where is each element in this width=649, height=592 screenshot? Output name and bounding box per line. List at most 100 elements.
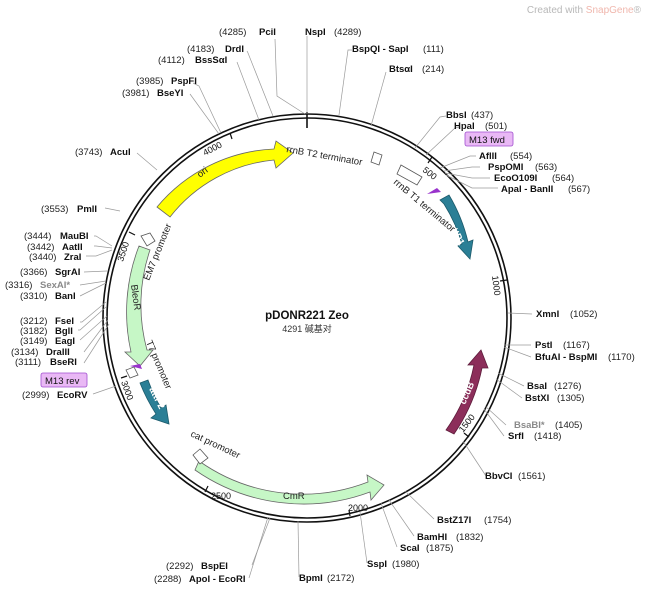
site-bbsi[interactable]: BbsI (437) (446, 110, 493, 121)
site-name: ZraI (64, 252, 81, 263)
site-position: (3553) (41, 204, 68, 215)
site-name: MauBI (60, 231, 89, 242)
tick-2000 (348, 509, 351, 517)
site-name: FseI (55, 316, 74, 327)
tick-label-2000: 2000 (348, 503, 368, 513)
site-name: ScaI (400, 543, 420, 554)
site-name: BspEI (201, 561, 228, 572)
site-zrai[interactable]: (3440) ZraI (29, 252, 81, 263)
site-bsabi[interactable]: BsaBI* (1405) (514, 420, 582, 431)
t7-promoter-marker[interactable] (125, 366, 139, 379)
site-position: (1170) (608, 352, 635, 363)
site-sexai[interactable]: (3316) SexAI* (5, 280, 70, 291)
site-bamhi[interactable]: BamHI (1832) (417, 532, 483, 543)
site-name: PmlI (77, 204, 97, 215)
rrnb-t2-marker[interactable] (370, 151, 383, 166)
site-fsei[interactable]: (3212) FseI (20, 316, 74, 327)
site-name: NspI (305, 27, 326, 38)
ori-arrow[interactable] (156, 140, 294, 218)
site-hpai[interactable]: HpaI (501) (454, 121, 507, 132)
site-bspqi-sapi[interactable]: BspQI - SapI (111) (352, 44, 444, 55)
site-acui[interactable]: (3743) AcuI (75, 147, 131, 158)
site-pmli[interactable]: (3553) PmlI (41, 204, 97, 215)
site-name: BseRI (50, 357, 77, 368)
site-bani[interactable]: (3310) BanI (20, 291, 76, 302)
site-bstxi[interactable]: BstXI (1305) (525, 393, 584, 404)
site-position: (554) (510, 151, 532, 162)
site-name: SexAI* (40, 280, 70, 291)
site-bbvci[interactable]: BbvCI (1561) (485, 471, 545, 482)
site-aatii[interactable]: (3442) AatII (27, 242, 83, 253)
site-position: (4112) (158, 55, 185, 66)
site-position: (2172) (327, 573, 354, 584)
site-bspei[interactable]: (2292) BspEI (166, 561, 228, 572)
attp1-arrow[interactable] (439, 194, 474, 260)
tick-3000 (120, 375, 128, 379)
site-position: (2999) (22, 390, 49, 401)
cmr-arrow[interactable] (194, 460, 385, 505)
ccdb-arrow[interactable] (445, 349, 489, 435)
site-position: (1980) (392, 559, 419, 570)
site-name: SrfI (508, 431, 524, 442)
primer-m13-fwd[interactable]: M13 fwd (464, 131, 514, 147)
plasmid-length: 4291 碱基对 (282, 323, 332, 334)
cat-promoter-marker[interactable] (192, 448, 209, 465)
site-maubi[interactable]: (3444) MauBI (24, 231, 89, 242)
site-xmni[interactable]: XmnI (1052) (536, 309, 597, 320)
site-bsai[interactable]: BsaI (1276) (527, 381, 581, 392)
site-ecoo109i[interactable]: EcoO109I (564) (494, 173, 574, 184)
site-position: (1305) (557, 393, 584, 404)
site-nspi[interactable]: NspI (4289) (305, 27, 361, 38)
site-ecorv[interactable]: (2999) EcoRV (22, 390, 88, 401)
site-eagi[interactable]: (3149) EagI (20, 336, 75, 347)
tick-4000 (229, 132, 233, 140)
site-scai[interactable]: ScaI (1875) (400, 543, 453, 554)
site-bstz17i[interactable]: BstZ17I (1754) (437, 515, 511, 526)
site-position: (1561) (518, 471, 545, 482)
bleor-arrow[interactable] (123, 245, 154, 367)
site-position: (3743) (75, 147, 102, 158)
site-sspi[interactable]: SspI (1980) (367, 559, 419, 570)
site-btsai[interactable]: BtsαI (214) (389, 64, 444, 75)
site-position: (437) (471, 110, 493, 121)
site-aflii[interactable]: AflII (554) (479, 151, 532, 162)
site-position: (4285) (219, 27, 246, 38)
site-name: BanI (55, 291, 76, 302)
site-beseri[interactable]: (3111) BseRI (15, 357, 77, 368)
site-draiii[interactable]: (3134) DraIII (11, 347, 70, 358)
site-position: (3440) (29, 252, 56, 263)
site-name: EcoRV (57, 390, 88, 401)
site-position: (3212) (20, 316, 47, 327)
site-drdi[interactable]: (4183) DrdI (187, 44, 244, 55)
site-bseyi[interactable]: (3981) BseYI (122, 88, 183, 99)
site-bsssai[interactable]: (4112) BssSαI (158, 55, 227, 66)
site-name: BpmI (299, 573, 323, 584)
site-bgli[interactable]: (3182) BglI (20, 326, 73, 337)
site-pspfi[interactable]: (3985) PspFI (136, 76, 197, 87)
site-psti[interactable]: PstI (1167) (535, 340, 590, 351)
tick-label-2500: 2500 (211, 491, 231, 501)
site-name: BstZ17I (437, 515, 471, 526)
site-pspomi[interactable]: PspOMI (563) (488, 162, 557, 173)
em7-promoter-marker[interactable] (140, 232, 156, 247)
site-apoi-ecori[interactable]: (2288) ApoI - EcoRI (154, 574, 245, 585)
snapgene-watermark: Created with SnapGene® (526, 5, 641, 16)
site-pcii[interactable]: (4285) PciI (219, 27, 276, 38)
site-name: DrdI (225, 44, 244, 55)
site-position: (1052) (570, 309, 597, 320)
site-bfuai-bspmi[interactable]: BfuAI - BspMI (1170) (535, 352, 635, 363)
site-srfi[interactable]: SrfI (1418) (508, 431, 561, 442)
site-bpmi[interactable]: BpmI (2172) (299, 573, 354, 584)
site-position: (1276) (554, 381, 581, 392)
site-position: (3316) (5, 280, 32, 291)
tick-2500 (204, 485, 209, 493)
attp2-arrow[interactable] (139, 379, 170, 425)
site-name: BstXI (525, 393, 549, 404)
site-name: PstI (535, 340, 552, 351)
site-sgrai[interactable]: (3366) SgrAI (20, 267, 80, 278)
site-apai-banii[interactable]: ApaI - BanII (567) (501, 184, 590, 195)
site-name: EcoO109I (494, 173, 537, 184)
primer-m13-rev[interactable]: M13 rev (40, 372, 88, 388)
rrnb-t1-marker[interactable] (396, 164, 423, 186)
